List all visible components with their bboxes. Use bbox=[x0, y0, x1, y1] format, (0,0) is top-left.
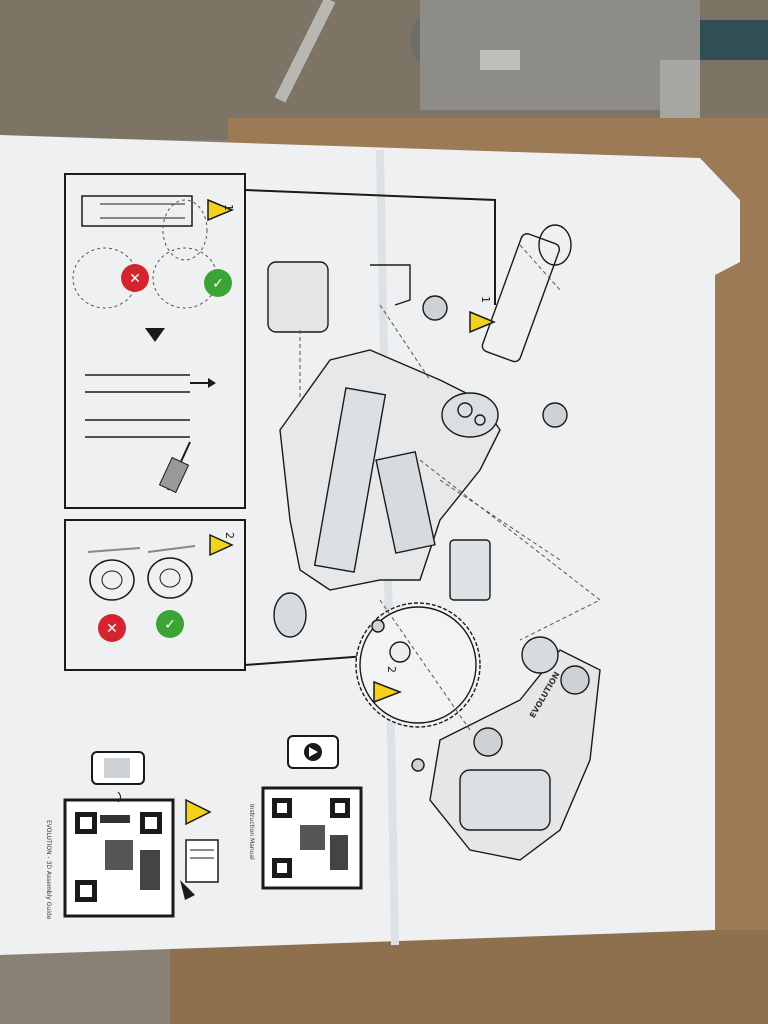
step-number-1: 1 bbox=[222, 204, 235, 211]
warning-icon bbox=[373, 680, 403, 704]
panel-step-1: ✕ ✓ bbox=[64, 173, 246, 509]
diagram-step-1: 1 bbox=[479, 296, 492, 303]
screwdriver-icon bbox=[158, 456, 190, 494]
warning-icon bbox=[207, 198, 234, 222]
metal-drum bbox=[410, 0, 768, 130]
correct-icon bbox=[204, 269, 232, 297]
correct-icon bbox=[156, 610, 184, 638]
qr-left-caption: EVOLUTION - 3D Assembly Guide bbox=[45, 820, 52, 920]
svg-text:✓: ✓ bbox=[164, 617, 176, 633]
qr-code-left bbox=[63, 798, 175, 918]
stick bbox=[274, 0, 336, 103]
step-number-2: 2 bbox=[223, 532, 236, 539]
qr-code-right bbox=[261, 786, 363, 890]
phone-icon bbox=[287, 735, 339, 769]
svg-text:✕: ✕ bbox=[106, 621, 118, 637]
warning-icon bbox=[209, 533, 234, 557]
svg-text:✓: ✓ bbox=[212, 276, 224, 292]
svg-text:✕: ✕ bbox=[129, 271, 141, 287]
wrong-icon bbox=[121, 264, 149, 292]
arrow-down-icon bbox=[145, 328, 165, 342]
wrong-icon bbox=[98, 614, 126, 642]
phone-icon bbox=[91, 751, 145, 803]
diagram-step-2: 2 bbox=[385, 666, 398, 673]
qr-right-caption: Instruction Manual bbox=[248, 804, 255, 860]
warning-icon bbox=[469, 310, 496, 334]
warning-icon bbox=[185, 798, 212, 826]
book-icon bbox=[180, 839, 219, 900]
panel-step-2: ✕ ✓ bbox=[64, 519, 246, 671]
